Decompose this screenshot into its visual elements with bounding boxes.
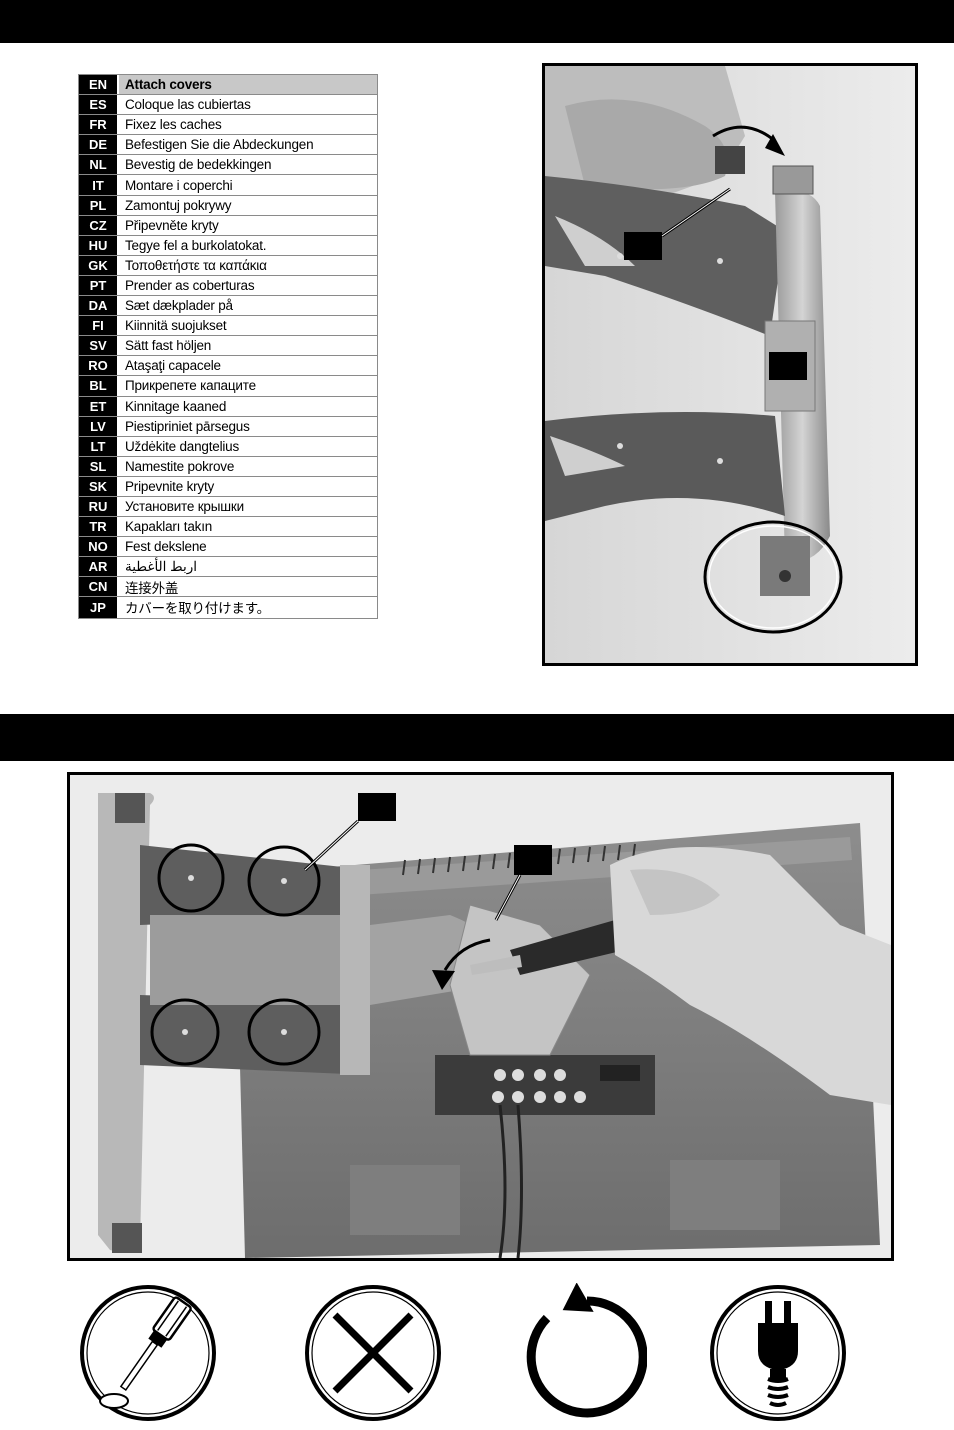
- lang-row-fi: FI Kiinnitä suojukset: [79, 316, 377, 337]
- lang-code: FI: [79, 316, 119, 336]
- lang-row-sl: SL Namestite pokrove: [79, 456, 377, 477]
- lang-text: Befestigen Sie die Abdeckungen: [125, 137, 314, 153]
- lang-row-it: IT Montare i coperchi: [79, 175, 377, 196]
- lang-text: Прикрепете капаците: [125, 378, 256, 394]
- lang-text: Kiinnitä suojukset: [125, 318, 227, 334]
- lang-text: Sæt dækplader på: [125, 298, 233, 314]
- lang-code: BL: [79, 376, 119, 396]
- lang-row-sk: SK Pripevnite kryty: [79, 476, 377, 497]
- lang-row-cz: CZ Připevněte kryty: [79, 215, 377, 236]
- lang-row-ar: AR اربط الأغطية: [79, 557, 377, 578]
- lang-row-jp: JP カバーを取り付けます。: [79, 597, 377, 618]
- lang-text: Fest dekslene: [125, 539, 207, 555]
- lang-code: ET: [79, 396, 119, 416]
- lang-text: Připevněte kryty: [125, 217, 219, 233]
- rotate-counterclockwise-icon: [507, 1282, 648, 1423]
- lang-text: Montare i coperchi: [125, 177, 233, 193]
- lang-row-pt: PT Prender as coberturas: [79, 275, 377, 297]
- screwdriver-icon: [78, 1283, 218, 1423]
- lang-code: RO: [79, 356, 119, 376]
- lang-text: Τοποθετήστε τα καπάκια: [125, 257, 267, 273]
- lang-text: Uždėkite dangtelius: [125, 438, 240, 454]
- lang-code: LV: [79, 416, 119, 436]
- lang-text: Fixez les caches: [125, 117, 222, 133]
- lang-row-ro: RO Ataşaţi capacele: [79, 356, 377, 377]
- lang-code: ES: [79, 95, 119, 115]
- lang-row-ru: RU Установите крышки: [79, 496, 377, 518]
- lang-code: CZ: [79, 215, 119, 235]
- lang-code: HU: [79, 235, 119, 255]
- lang-row-cn: CN 连接外盖: [79, 577, 377, 598]
- lang-row-es: ES Coloque las cubiertas: [79, 95, 377, 116]
- lang-code: EN: [79, 75, 119, 95]
- mid-header-band: [0, 714, 954, 761]
- lang-row-fr: FR Fixez les caches: [79, 115, 377, 136]
- lang-text: Attach covers: [119, 75, 377, 95]
- lang-code: FR: [79, 115, 119, 135]
- lang-row-tr: TR Kapakları takın: [79, 517, 377, 538]
- no-icon: [303, 1283, 443, 1423]
- lang-text: カバーを取り付けます。: [125, 601, 270, 617]
- lang-text: Tegye fel a burkolatokat.: [125, 237, 267, 253]
- photo-tighten-screws: [67, 772, 894, 1261]
- lang-text: Kinnitage kaaned: [125, 398, 227, 414]
- lang-code: TR: [79, 517, 119, 537]
- lang-row-et: ET Kinnitage kaaned: [79, 396, 377, 417]
- lang-text: Sätt fast höljen: [125, 338, 212, 354]
- lang-code: JP: [79, 597, 119, 618]
- lang-code: PT: [79, 275, 119, 296]
- lang-text: Prender as coberturas: [125, 277, 255, 293]
- lang-code: NL: [79, 155, 119, 175]
- lang-row-de: DE Befestigen Sie die Abdeckungen: [79, 135, 377, 156]
- lang-text: Coloque las cubiertas: [125, 97, 251, 113]
- lang-row-bl: BL Прикрепете капаците: [79, 376, 377, 397]
- top-header-band: [0, 0, 954, 43]
- lang-text: اربط الأغطية: [125, 558, 198, 574]
- lang-text: Ataşaţi capacele: [125, 358, 221, 374]
- lang-row-no: NO Fest dekslene: [79, 537, 377, 558]
- lang-code: DA: [79, 296, 119, 316]
- lang-text: Pripevnite kryty: [125, 478, 215, 494]
- lang-text: Piestipriniet pārsegus: [125, 418, 250, 434]
- lang-code: SL: [79, 456, 119, 476]
- lang-code: AR: [79, 557, 119, 577]
- lang-row-hu: HU Tegye fel a burkolatokat.: [79, 235, 377, 256]
- lang-text: 连接外盖: [125, 580, 179, 596]
- lang-row-sv: SV Sätt fast höljen: [79, 336, 377, 357]
- lang-code: SV: [79, 336, 119, 356]
- lang-row-gk: GK Τοποθετήστε τα καπάκια: [79, 255, 377, 276]
- photo-attach-covers: [542, 63, 918, 666]
- lang-row-nl: NL Bevestig de bedekkingen: [79, 155, 377, 176]
- lang-code: PL: [79, 195, 119, 215]
- power-plug-icon: [708, 1283, 848, 1423]
- lang-code: LT: [79, 436, 119, 456]
- lang-text: Zamontuj pokrywy: [125, 197, 232, 213]
- lang-code: SK: [79, 476, 119, 496]
- lang-row-pl: PL Zamontuj pokrywy: [79, 195, 377, 216]
- lang-code: DE: [79, 135, 119, 155]
- lang-code: GK: [79, 255, 119, 275]
- lang-code: NO: [79, 537, 119, 557]
- lang-text: Bevestig de bedekkingen: [125, 157, 272, 173]
- lang-code: IT: [79, 175, 119, 195]
- lang-text: Установите крышки: [125, 499, 244, 515]
- lang-code: RU: [79, 496, 119, 517]
- lang-text: Kapakları takın: [125, 519, 213, 535]
- lang-row-lv: LV Piestipriniet pārsegus: [79, 416, 377, 437]
- lang-text: Namestite pokrove: [125, 458, 235, 474]
- lang-code: CN: [79, 577, 119, 597]
- lang-row-da: DA Sæt dækplader på: [79, 296, 377, 317]
- lang-row-lt: LT Uždėkite dangtelius: [79, 436, 377, 457]
